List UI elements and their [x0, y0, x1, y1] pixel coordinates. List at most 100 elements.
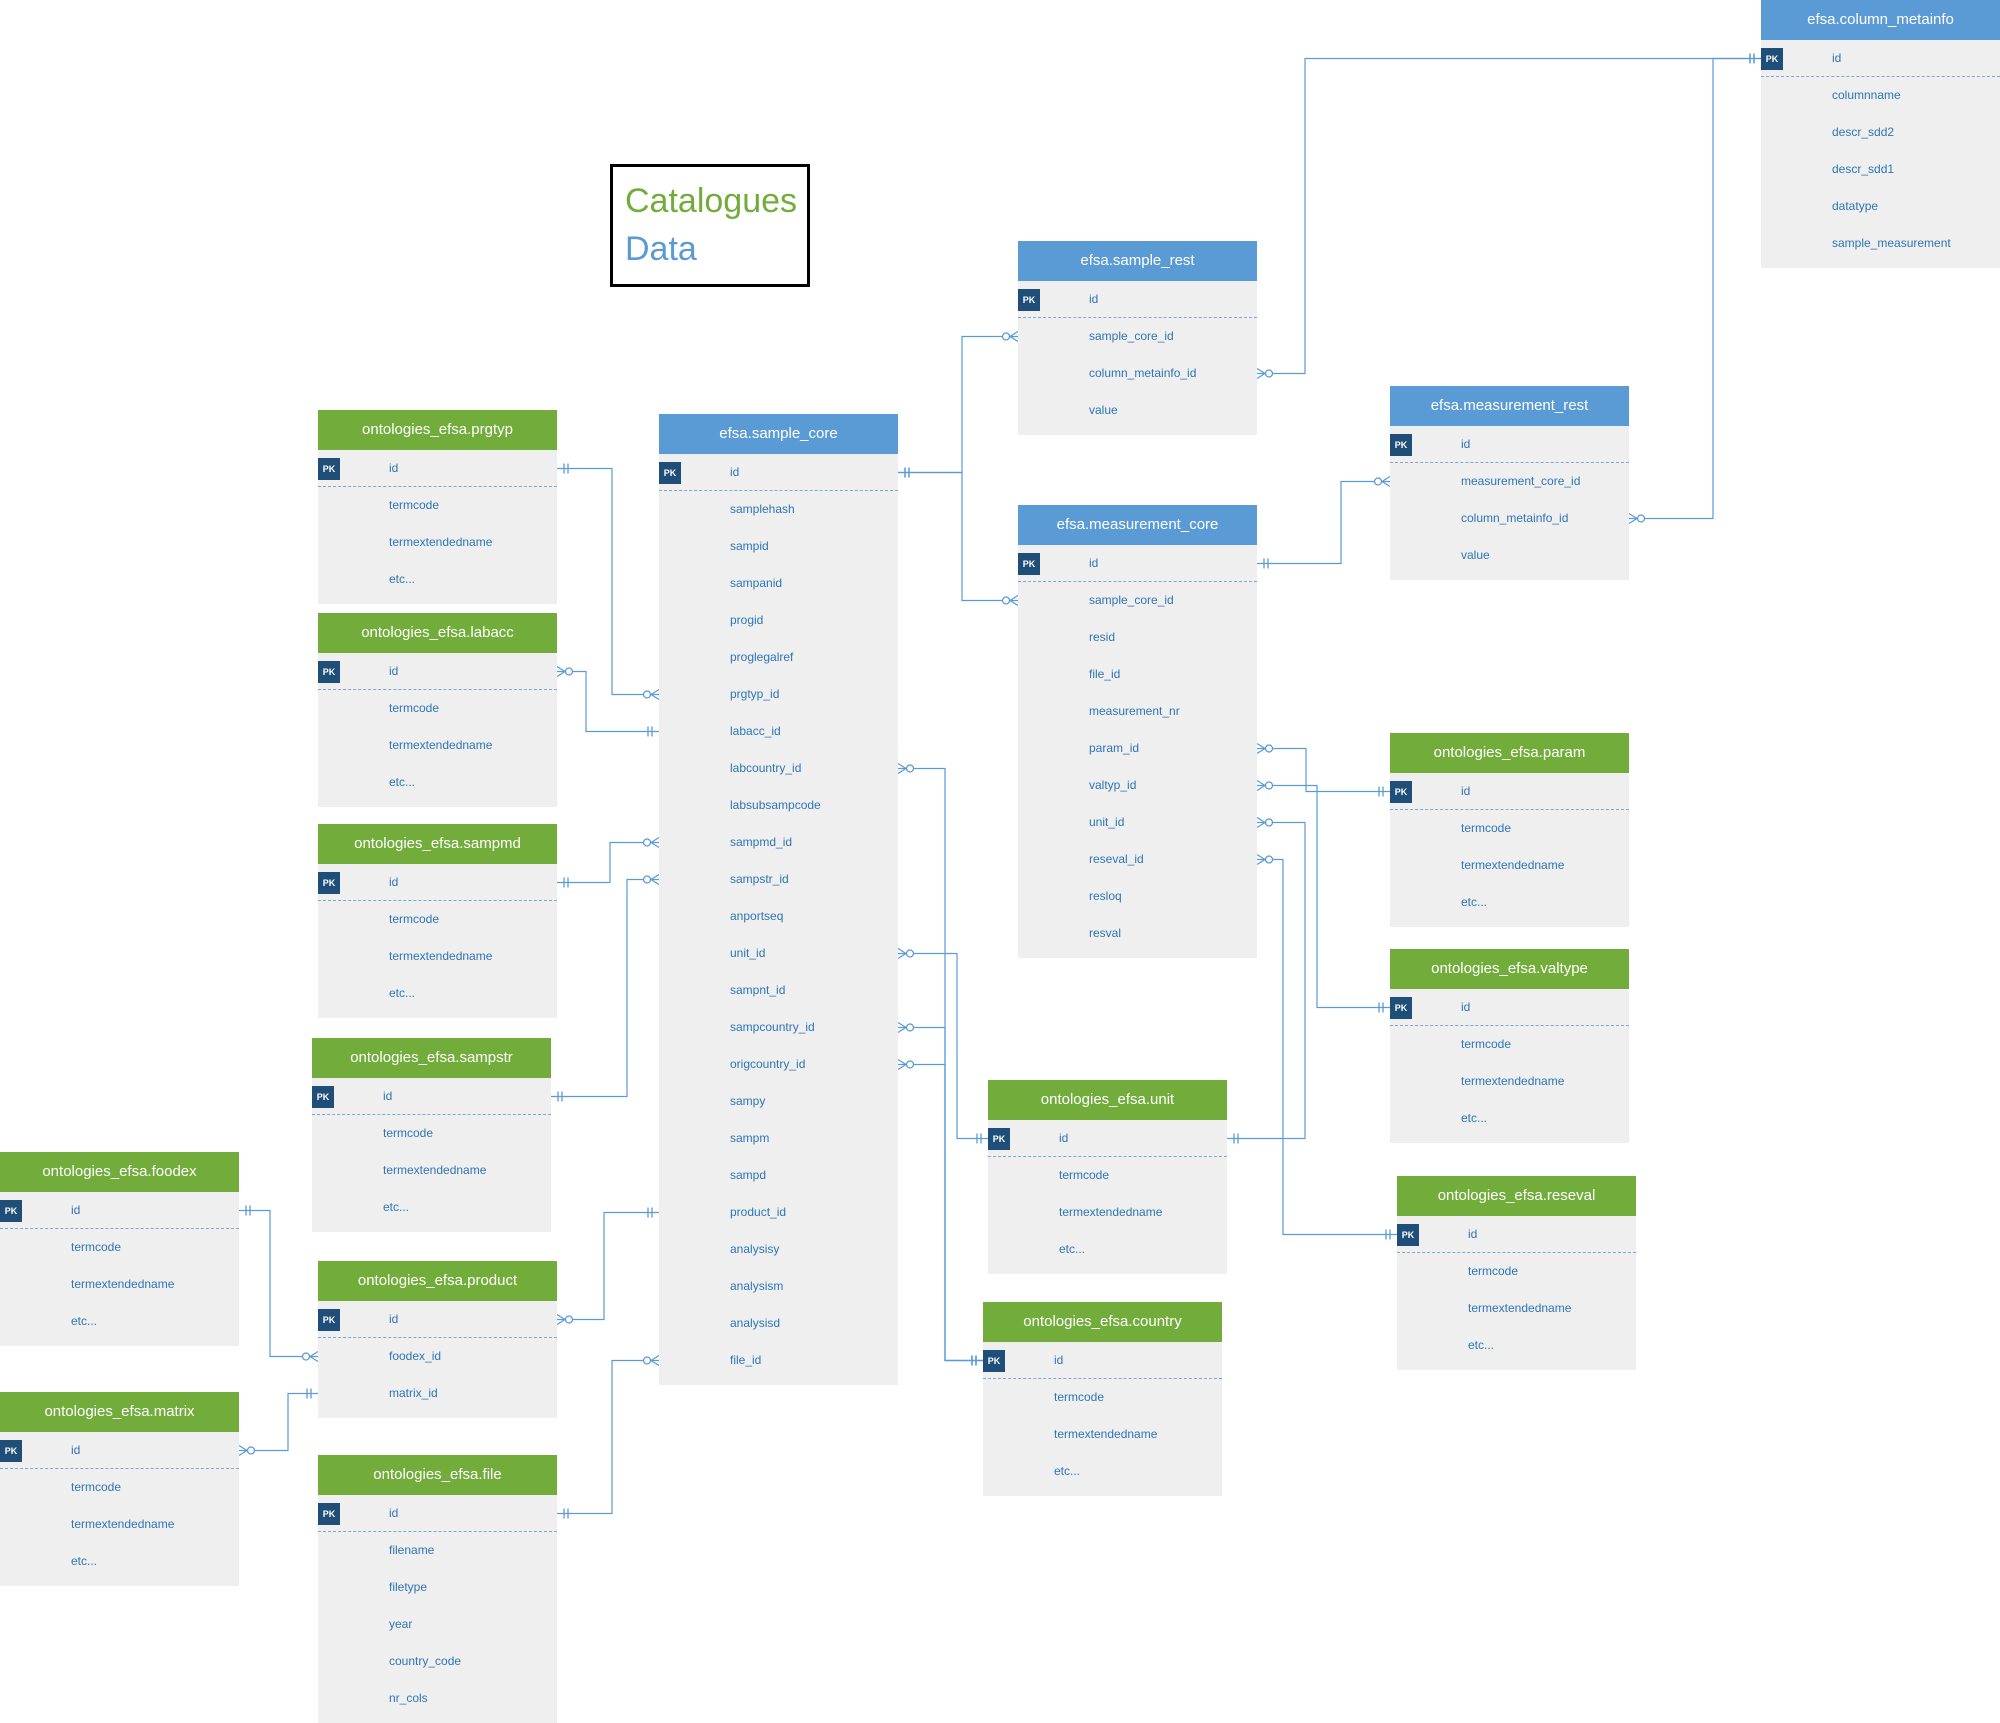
field-row: unit_id [659, 935, 898, 972]
entity-title: ontologies_efsa.file [318, 1455, 557, 1495]
field-row: termextendedname [983, 1416, 1222, 1453]
entity-title: ontologies_efsa.labacc [318, 613, 557, 653]
field-name: sampd [730, 1168, 767, 1182]
pk-badge: PK [318, 1503, 340, 1525]
legend-box: Catalogues Data [610, 164, 810, 287]
field-row: resloq [1018, 878, 1257, 915]
field-name: sampcountry_id [730, 1020, 815, 1034]
field-name: samplehash [730, 502, 795, 516]
relationship-connector [898, 330, 1019, 478]
field-name: file_id [730, 1353, 762, 1367]
relationship-connector [1227, 816, 1306, 1144]
field-row: file_id [1018, 656, 1257, 693]
pk-badge: PK [318, 872, 340, 894]
field-row: descr_sdd1 [1761, 151, 2000, 188]
relationship-connector [557, 836, 660, 888]
field-name: file_id [1089, 667, 1121, 681]
field-row: file_id [659, 1342, 898, 1379]
field-row: sampanid [659, 565, 898, 602]
entity-title: ontologies_efsa.sampmd [318, 824, 557, 864]
pk-badge: PK [318, 1309, 340, 1331]
field-name: id [1468, 1227, 1478, 1241]
field-name: etc... [1468, 1338, 1495, 1352]
entity-title: efsa.measurement_rest [1390, 386, 1629, 426]
field-row: termcode [312, 1115, 551, 1152]
field-row: etc... [0, 1303, 239, 1340]
field-row: sample_measurement [1761, 225, 2000, 262]
field-name: sampid [730, 539, 769, 553]
entity-title: efsa.measurement_core [1018, 505, 1257, 545]
pk-badge: PK [0, 1200, 22, 1222]
relationship-connector [897, 1058, 983, 1366]
field-row: etc... [1390, 1100, 1629, 1137]
field-name: id [730, 465, 740, 479]
field-name: termextendedname [383, 1163, 487, 1177]
field-name: termcode [1054, 1390, 1105, 1404]
entity-title: ontologies_efsa.reseval [1397, 1176, 1636, 1216]
field-name: resval [1089, 926, 1122, 940]
relationship-connector [551, 873, 660, 1102]
field-name: analysisy [730, 1242, 780, 1256]
field-name: etc... [1054, 1464, 1081, 1478]
field-row: proglegalref [659, 639, 898, 676]
entity-title: efsa.column_metainfo [1761, 0, 2000, 40]
pk-badge: PK [1018, 289, 1040, 311]
field-name: labcountry_id [730, 761, 802, 775]
field-row: sampy [659, 1083, 898, 1120]
field-row: sampmd_id [659, 824, 898, 861]
field-name: sampstr_id [730, 872, 789, 886]
relationship-connector [556, 1207, 659, 1326]
field-row: termextendedname [0, 1266, 239, 1303]
pk-badge: PK [1390, 997, 1412, 1019]
field-name: termextendedname [1461, 858, 1565, 872]
relationship-connector [557, 463, 660, 701]
entity-title: ontologies_efsa.unit [988, 1080, 1227, 1120]
entity-title: ontologies_efsa.valtype [1390, 949, 1629, 989]
field-name: reseval_id [1089, 852, 1144, 866]
field-name: labacc_id [730, 724, 781, 738]
relationship-connector [557, 1354, 660, 1519]
field-name: etc... [389, 986, 416, 1000]
pk-badge: PK [1397, 1224, 1419, 1246]
field-row: analysisd [659, 1305, 898, 1342]
field-name: termextendedname [389, 738, 493, 752]
field-name: columnname [1832, 88, 1901, 102]
field-row: value [1018, 392, 1257, 429]
field-row: sampid [659, 528, 898, 565]
relationship-connector [1257, 475, 1391, 569]
legend-data-label: Data [625, 230, 697, 268]
field-name: termextendedname [71, 1517, 175, 1531]
entity-title: ontologies_efsa.product [318, 1261, 557, 1301]
field-row: termcode [1397, 1253, 1636, 1290]
field-name: id [383, 1089, 393, 1103]
field-name: measurement_nr [1089, 704, 1180, 718]
field-name: proglegalref [730, 650, 794, 664]
pk-badge: PK [1390, 781, 1412, 803]
field-row: etc... [1390, 884, 1629, 921]
entity-title: ontologies_efsa.sampstr [312, 1038, 551, 1078]
field-name: id [389, 1506, 399, 1520]
field-name: sampnt_id [730, 983, 786, 997]
field-row: foodex_id [318, 1338, 557, 1375]
field-name: foodex_id [389, 1349, 442, 1363]
field-name: etc... [71, 1314, 98, 1328]
